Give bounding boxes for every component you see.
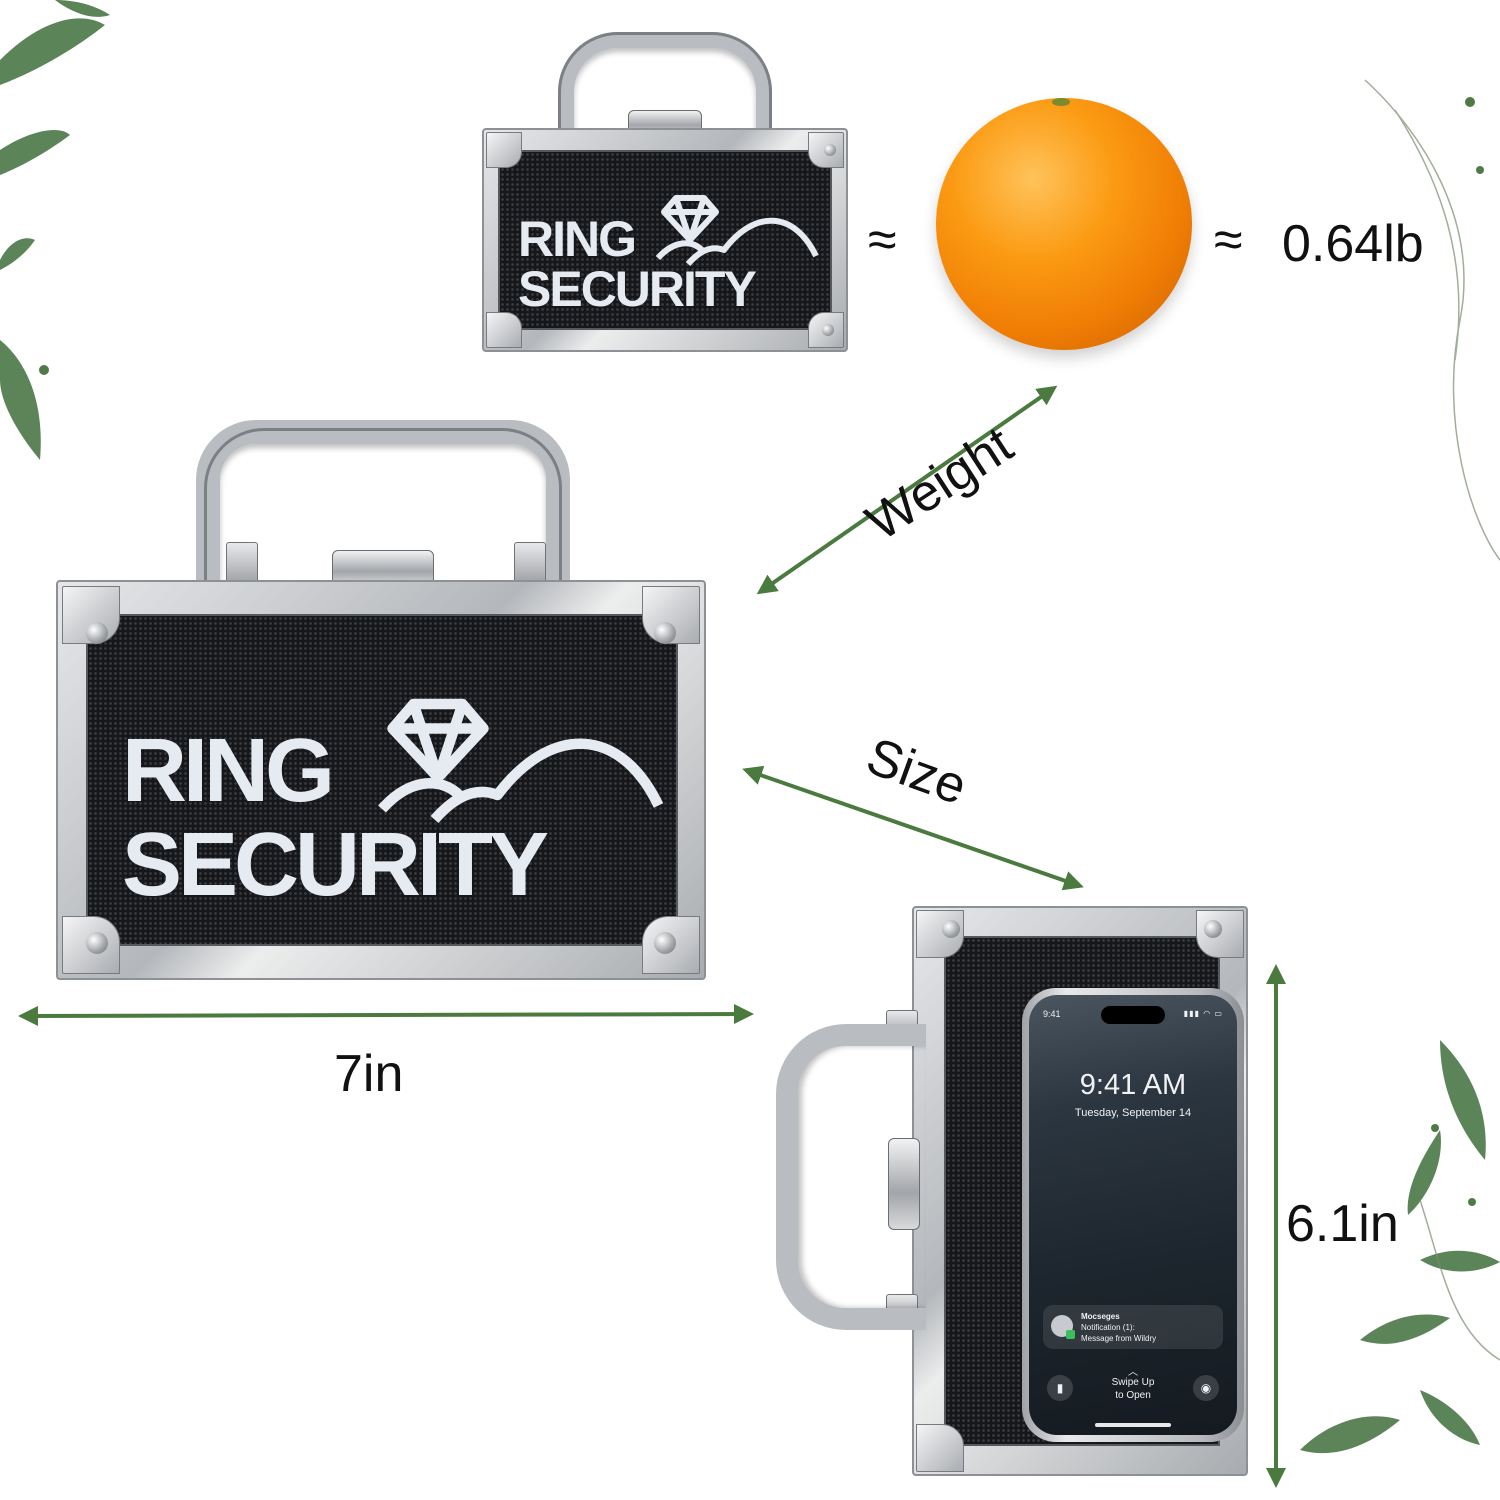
rivet: [824, 144, 836, 156]
case-handle: [776, 1024, 926, 1330]
case-panel: [86, 614, 678, 946]
notification-line1: Notification (1):: [1081, 1323, 1135, 1332]
contact-avatar-icon: [1051, 1315, 1075, 1339]
rivet: [1204, 920, 1222, 938]
case-logo-security: SECURITY: [518, 261, 757, 317]
case-logo-security: SECURITY: [122, 815, 549, 915]
size-arrow: [742, 765, 1084, 891]
notification-line2: Message from Wildry: [1081, 1334, 1157, 1343]
camera-icon[interactable]: ◉: [1193, 1375, 1219, 1401]
smartphone: 9:41 ▮▮▮ ◠ ▭ 9:41 AM Tuesday, September …: [1022, 988, 1244, 1442]
weight-arrow: [756, 385, 1058, 595]
rivet: [942, 920, 960, 938]
rivet: [86, 622, 108, 644]
flashlight-icon[interactable]: ▮: [1047, 1375, 1073, 1401]
case-logo-ring: RING: [122, 721, 335, 821]
lock-date: Tuesday, September 14: [1074, 1107, 1192, 1119]
to-open-text: to Open: [1115, 1390, 1151, 1401]
status-icons: ▮▮▮ ◠ ▭: [1183, 1009, 1223, 1018]
height-label: 6.1in: [1286, 1195, 1399, 1253]
notification-card[interactable]: Mocseges Notification (1): Message from …: [1043, 1305, 1223, 1349]
rivet: [86, 932, 108, 954]
chevron-up-icon: ︿: [1128, 1367, 1138, 1378]
small-case: RING SECURITY: [482, 32, 848, 352]
weight-value-label: 0.64lb: [1282, 215, 1424, 273]
case-logo-ring: RING: [518, 211, 637, 267]
swipe-up-text: Swipe Up: [1111, 1377, 1155, 1388]
case-panel: [498, 150, 832, 330]
rivet: [654, 622, 676, 644]
orange-image: [936, 98, 1192, 350]
rivet: [654, 932, 676, 954]
notification-title: Mocseges: [1081, 1312, 1120, 1321]
home-indicator[interactable]: [1095, 1423, 1171, 1427]
case-handle: [558, 32, 772, 132]
approx-symbol: ≈: [1214, 211, 1243, 269]
lock-clock: 9:41 AM: [1079, 1069, 1187, 1101]
diamond-ring-logo-icon: [655, 195, 819, 267]
case-handle: [196, 420, 570, 586]
lock-screen: 9:41 ▮▮▮ ◠ ▭ 9:41 AM Tuesday, September …: [1029, 995, 1237, 1435]
width-arrow: [18, 1004, 754, 1026]
large-case: RING SECURITY: [56, 420, 706, 980]
status-time: 9:41: [1043, 1009, 1061, 1019]
dynamic-island: [1101, 1006, 1165, 1024]
case-latch: [888, 1138, 920, 1230]
width-label: 7in: [334, 1045, 404, 1103]
rivet: [822, 324, 834, 336]
approx-symbol: ≈: [868, 211, 897, 269]
diamond-ring-logo-icon: [378, 698, 664, 824]
